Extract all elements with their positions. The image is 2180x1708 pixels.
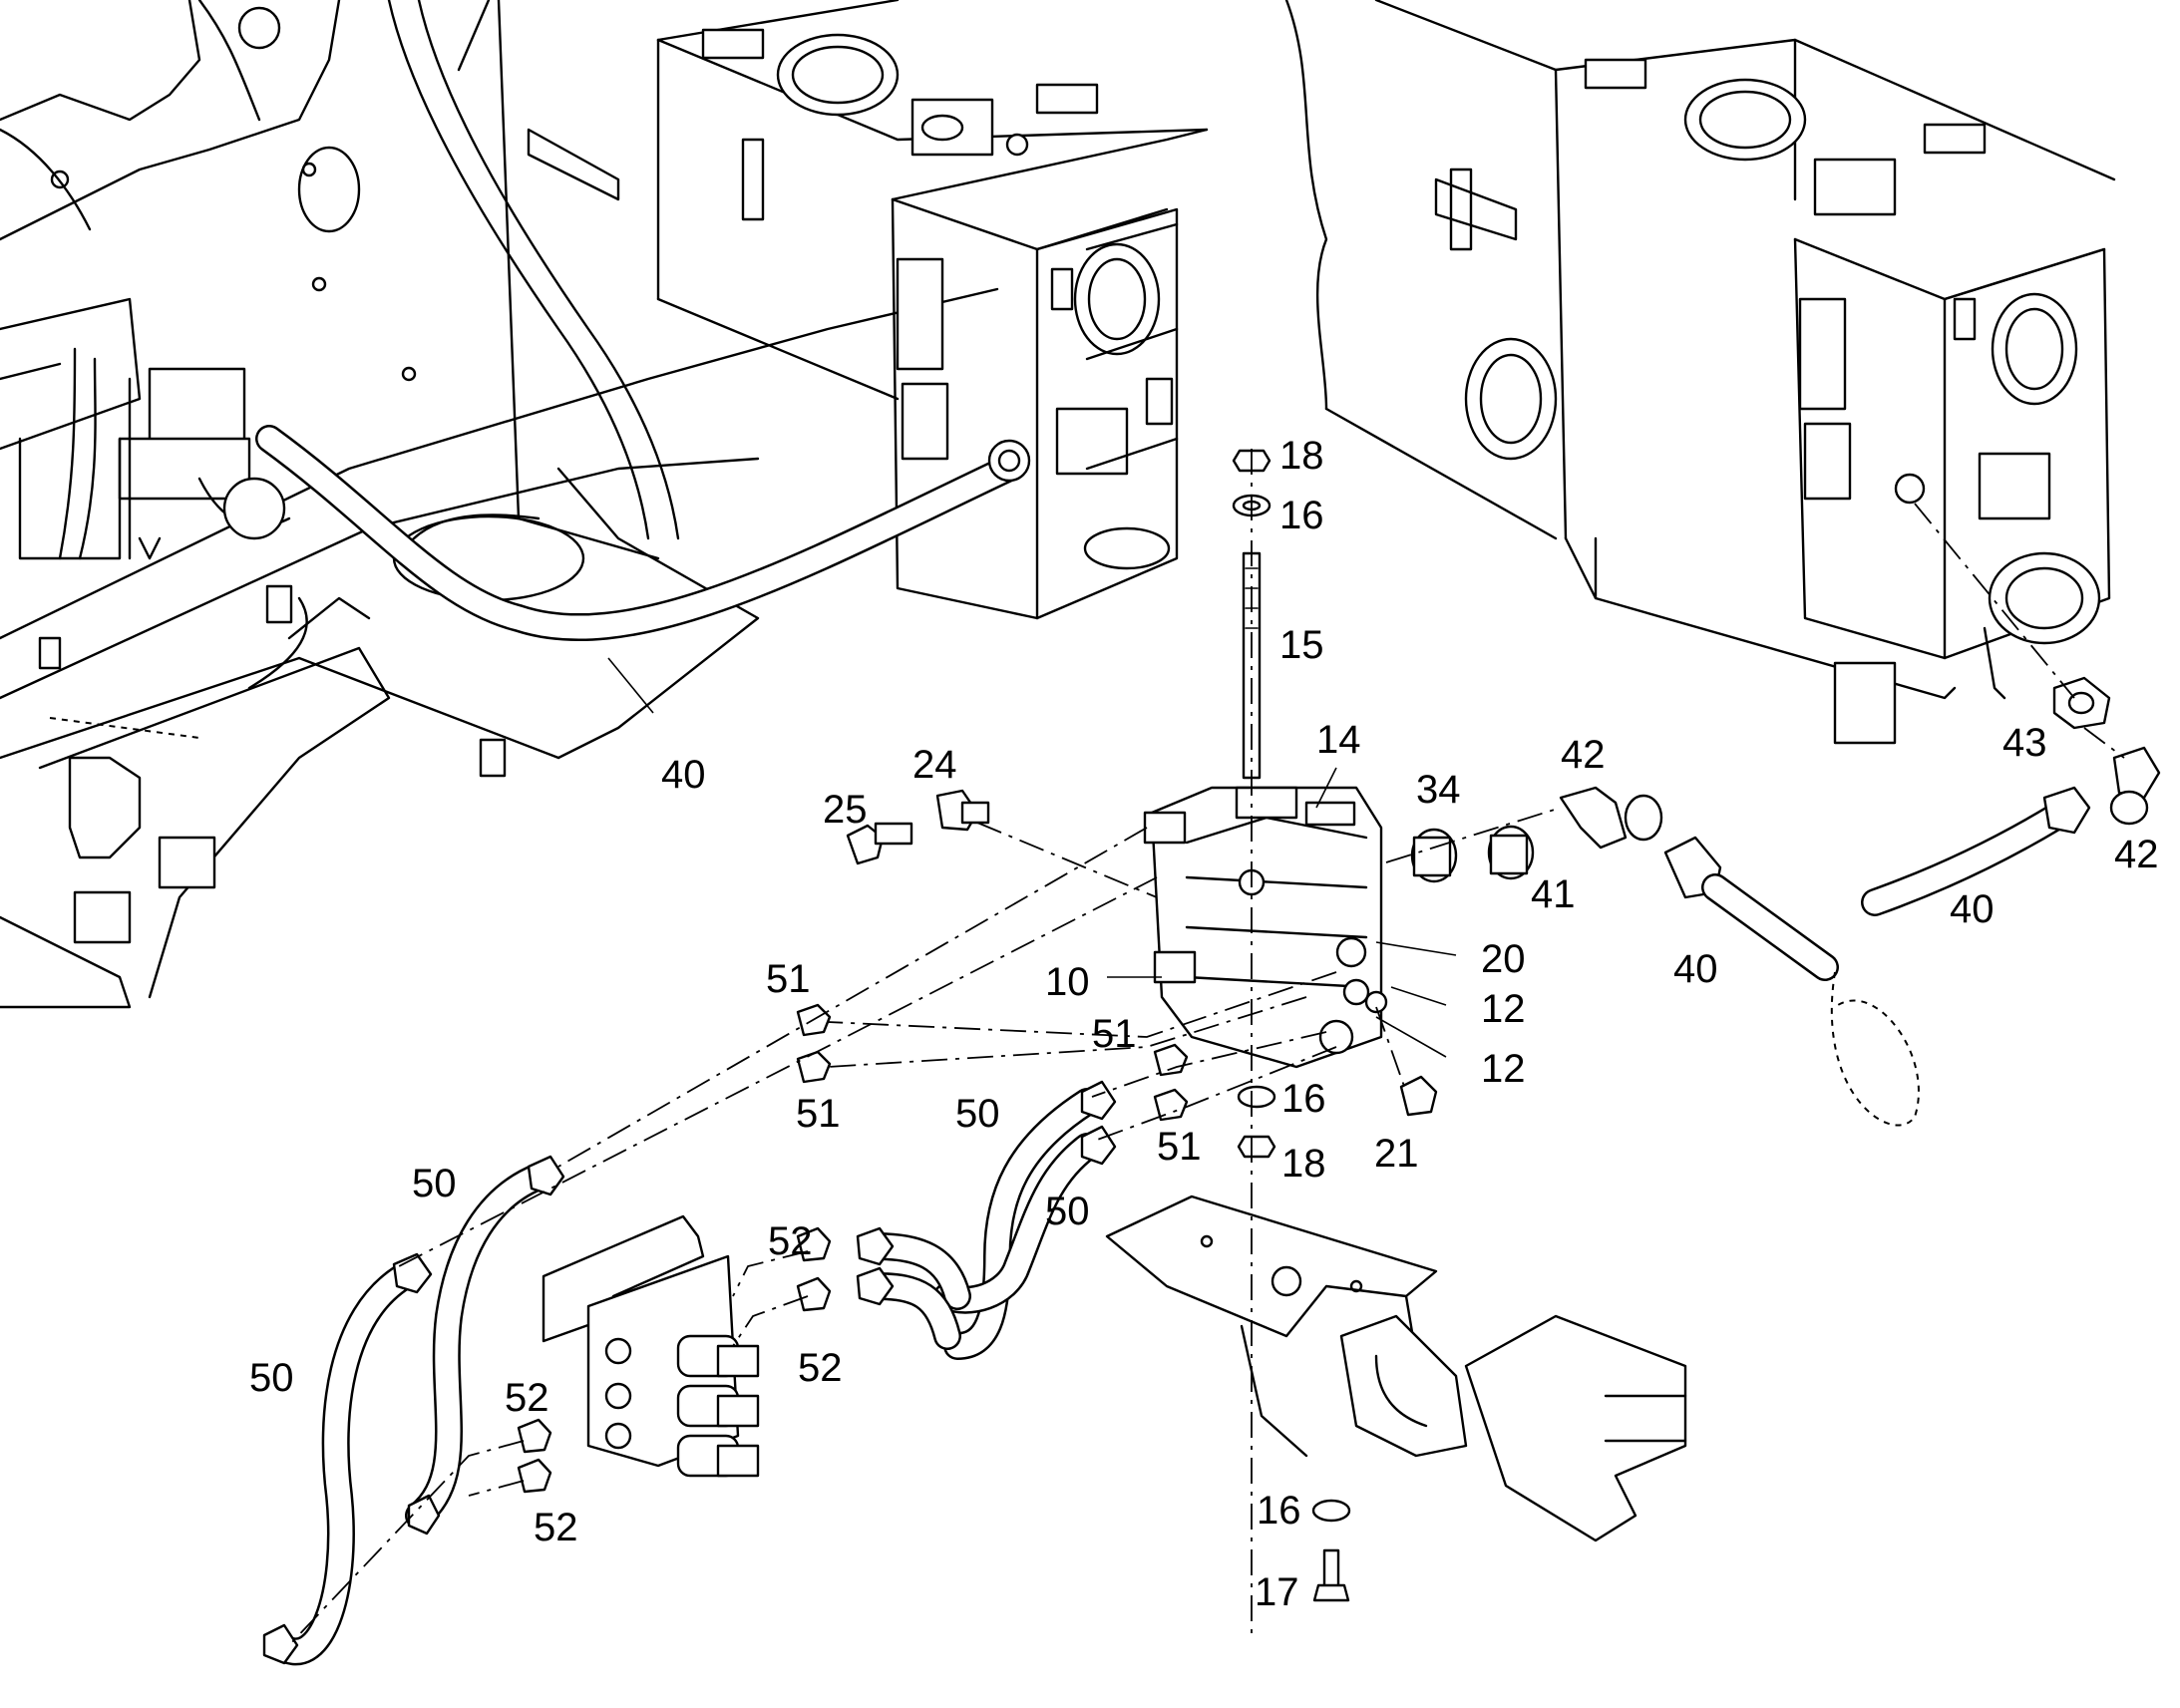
callout-labels: 40 18 16 15 14 24 25 34 42 41 43 42 40 4… <box>249 434 2159 1614</box>
callout-18-top: 18 <box>1279 434 1324 478</box>
callout-17: 17 <box>1255 1570 1299 1614</box>
callout-20: 20 <box>1481 937 1526 981</box>
callout-52-b: 52 <box>798 1346 843 1390</box>
callout-16-mid: 16 <box>1281 1077 1326 1121</box>
callout-40-main: 40 <box>661 753 706 797</box>
hoses-50 <box>262 1080 1117 1666</box>
left-tank-body <box>457 0 1209 620</box>
callout-12-a: 12 <box>1481 987 1526 1031</box>
nut-washer-mid <box>1237 1085 1276 1159</box>
callout-42-a: 42 <box>1561 733 1606 777</box>
callout-51-b: 51 <box>796 1092 841 1136</box>
callout-12-b: 12 <box>1481 1047 1526 1091</box>
callout-42-b: 42 <box>2114 833 2159 876</box>
assembly-lines <box>288 449 2125 1646</box>
callout-50-a: 50 <box>955 1092 1000 1136</box>
callout-52-c: 52 <box>505 1376 549 1420</box>
fittings-34-41 <box>1410 825 1535 883</box>
callout-51-c: 51 <box>1092 1012 1137 1056</box>
callout-50-c: 50 <box>1045 1190 1090 1233</box>
callout-16-top: 16 <box>1279 494 1324 537</box>
callout-50-d: 50 <box>249 1356 294 1400</box>
callout-52-d: 52 <box>534 1506 578 1549</box>
washer-bolt-bottom <box>1311 1499 1351 1602</box>
fitting-21 <box>1399 1075 1438 1117</box>
callout-52-a: 52 <box>768 1219 813 1263</box>
callout-14: 14 <box>1316 718 1361 762</box>
manifold-block <box>542 1214 760 1478</box>
callout-50-b: 50 <box>412 1162 457 1205</box>
callout-25: 25 <box>823 788 868 832</box>
valve-block-10 <box>1143 786 1388 1069</box>
callout-51-d: 51 <box>1157 1125 1202 1169</box>
callout-15: 15 <box>1279 623 1324 667</box>
callout-43: 43 <box>2002 721 2047 765</box>
callout-18-mid: 18 <box>1281 1142 1326 1186</box>
right-tank-body <box>1284 0 2116 745</box>
callout-10: 10 <box>1045 960 1090 1004</box>
callout-34: 34 <box>1416 768 1461 812</box>
callout-40-c: 40 <box>1673 947 1718 991</box>
callout-51-a: 51 <box>766 957 811 1001</box>
fittings-24-25 <box>846 789 990 865</box>
elbow-42-left <box>1559 786 1663 850</box>
adapter-43 <box>2052 676 2111 730</box>
hose-40-right-end <box>1663 786 2091 1127</box>
callout-24: 24 <box>912 743 957 787</box>
callout-16-bottom: 16 <box>1257 1489 1301 1533</box>
elbow-42-right <box>2109 746 2161 826</box>
callout-40-b: 40 <box>1950 887 1995 931</box>
callout-21: 21 <box>1374 1132 1419 1176</box>
left-machine-frame <box>0 0 999 1009</box>
main-hose-40 <box>255 425 1031 642</box>
callout-41: 41 <box>1531 872 1576 916</box>
fittings-52 <box>517 1226 832 1494</box>
mounting-bracket <box>1105 1195 1687 1542</box>
leader-lines <box>607 657 1457 1058</box>
